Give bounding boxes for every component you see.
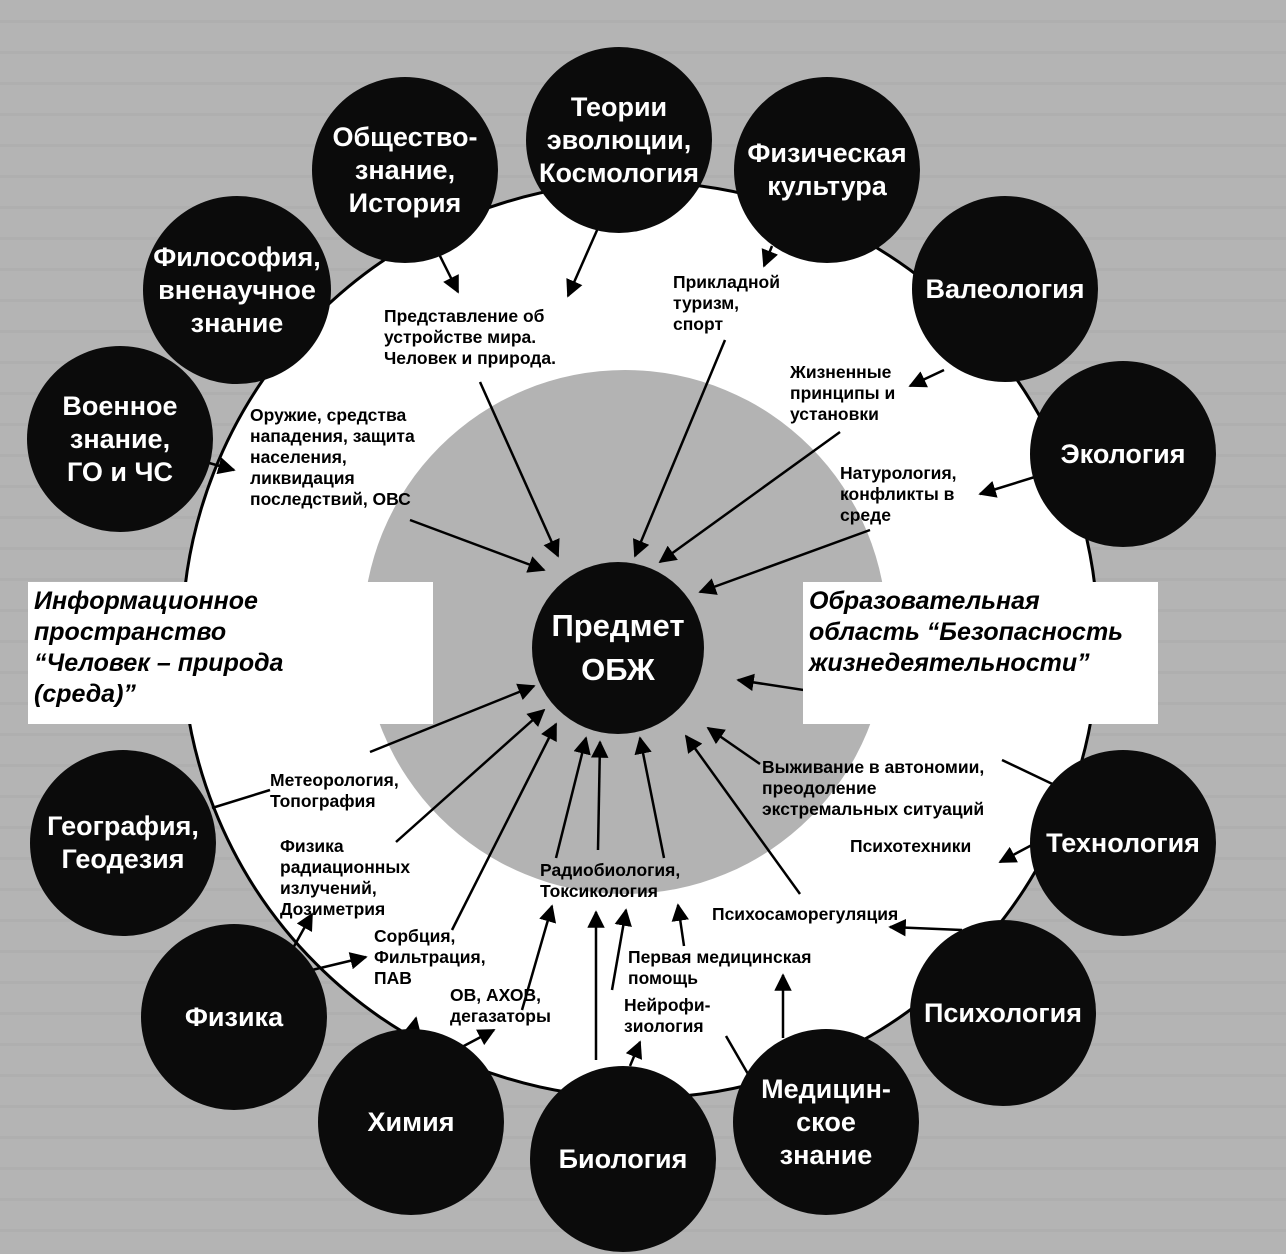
arrow-tourism-center: [632, 339, 727, 558]
label-firstaid: Первая медицинская помощь: [628, 947, 812, 988]
arrow-meteo-center: [369, 683, 536, 754]
node-physical: Физическая культура: [734, 77, 920, 263]
arrow-physics-sorption: [311, 952, 368, 972]
node-biology: Биология: [530, 1066, 716, 1252]
node-chemistry: Химия: [318, 1029, 504, 1215]
node-medical: Медицин- ское знание: [733, 1029, 919, 1215]
label-sorption: Сорбция, Фильтрация, ПАВ: [374, 926, 486, 988]
node-theories: Теории эволюции, Космология: [526, 47, 712, 233]
label-tourism: Прикладной туризм, спорт: [673, 272, 780, 334]
label-neuro: Нейрофи- зиология: [624, 995, 711, 1036]
arrow-ov-radbio: [520, 904, 557, 1011]
arrow-neuro-radbio: [610, 908, 632, 991]
line-medical-neuro: [724, 1035, 750, 1075]
arrow-valeology-principles: [908, 368, 945, 388]
arrow-theories-world: [566, 227, 600, 298]
line-geography-meteo: [211, 788, 271, 810]
node-psychology: Психология: [910, 920, 1096, 1106]
arrow-radbio-center-3: [634, 736, 666, 859]
arrow-weapons-center: [409, 518, 546, 573]
arrow-naturology-center: [698, 528, 871, 595]
node-military: Военное знание, ГО и ЧС: [27, 346, 213, 532]
arrow-physics-radphys: [290, 912, 314, 951]
left-info-box: Информационное пространство “Человек – п…: [28, 582, 433, 724]
label-ov: ОВ, АХОВ, дегазаторы: [450, 985, 551, 1026]
label-principles: Жизненные принципы и установки: [790, 362, 896, 424]
arrow-radbio-center-2: [590, 740, 609, 851]
arrow-social-world: [436, 251, 460, 294]
label-selfreg: Психосаморегуляция: [712, 904, 899, 924]
label-naturology: Натурология, конфликты в среде: [840, 463, 957, 525]
arrow-firstaid-radbio: [671, 903, 689, 947]
label-radphys: Физика радиационных излучений, Дозиметри…: [280, 836, 411, 919]
label-psychotech: Психотехники: [850, 836, 972, 856]
node-valeology: Валеология: [912, 196, 1098, 382]
arrow-chemistry-ov: [459, 1028, 496, 1050]
arrow-radbio-center-1: [554, 736, 591, 859]
center-node-obzh: Предмет ОБЖ: [532, 562, 704, 734]
arrow-sorption-center: [450, 722, 558, 931]
arrow-physical-tourism: [761, 245, 778, 268]
label-radbio: Радиобиология, Токсикология: [540, 860, 681, 901]
label-survival: Выживание в автономии, преодоление экстр…: [762, 757, 985, 819]
arrow-biology-neuro: [625, 1040, 643, 1067]
label-world: Представление об устройстве мира. Челове…: [384, 306, 556, 368]
label-meteo: Метеорология, Топография: [270, 770, 399, 811]
arrow-radphys-center: [395, 708, 546, 843]
node-geography: География, Геодезия: [30, 750, 216, 936]
node-philosophy: Философия, вненаучное знание: [143, 196, 331, 384]
arrow-selfreg-center: [684, 734, 802, 895]
node-technology: Технология: [1030, 750, 1216, 936]
arrow-ecology-naturology: [978, 474, 1039, 498]
arrow-principles-center: [658, 430, 841, 564]
label-weapons: Оружие, средства нападения, защита насел…: [250, 405, 415, 509]
node-ecology: Экология: [1030, 361, 1216, 547]
right-info-box: Образовательная область “Безопасность жи…: [803, 582, 1158, 724]
arrow-psychology-selfreg: [888, 918, 963, 937]
node-physics: Физика: [141, 924, 327, 1110]
node-social: Общество- знание, История: [312, 77, 498, 263]
arrow-world-center: [478, 381, 560, 558]
arrow-survival-center-2: [706, 726, 761, 766]
